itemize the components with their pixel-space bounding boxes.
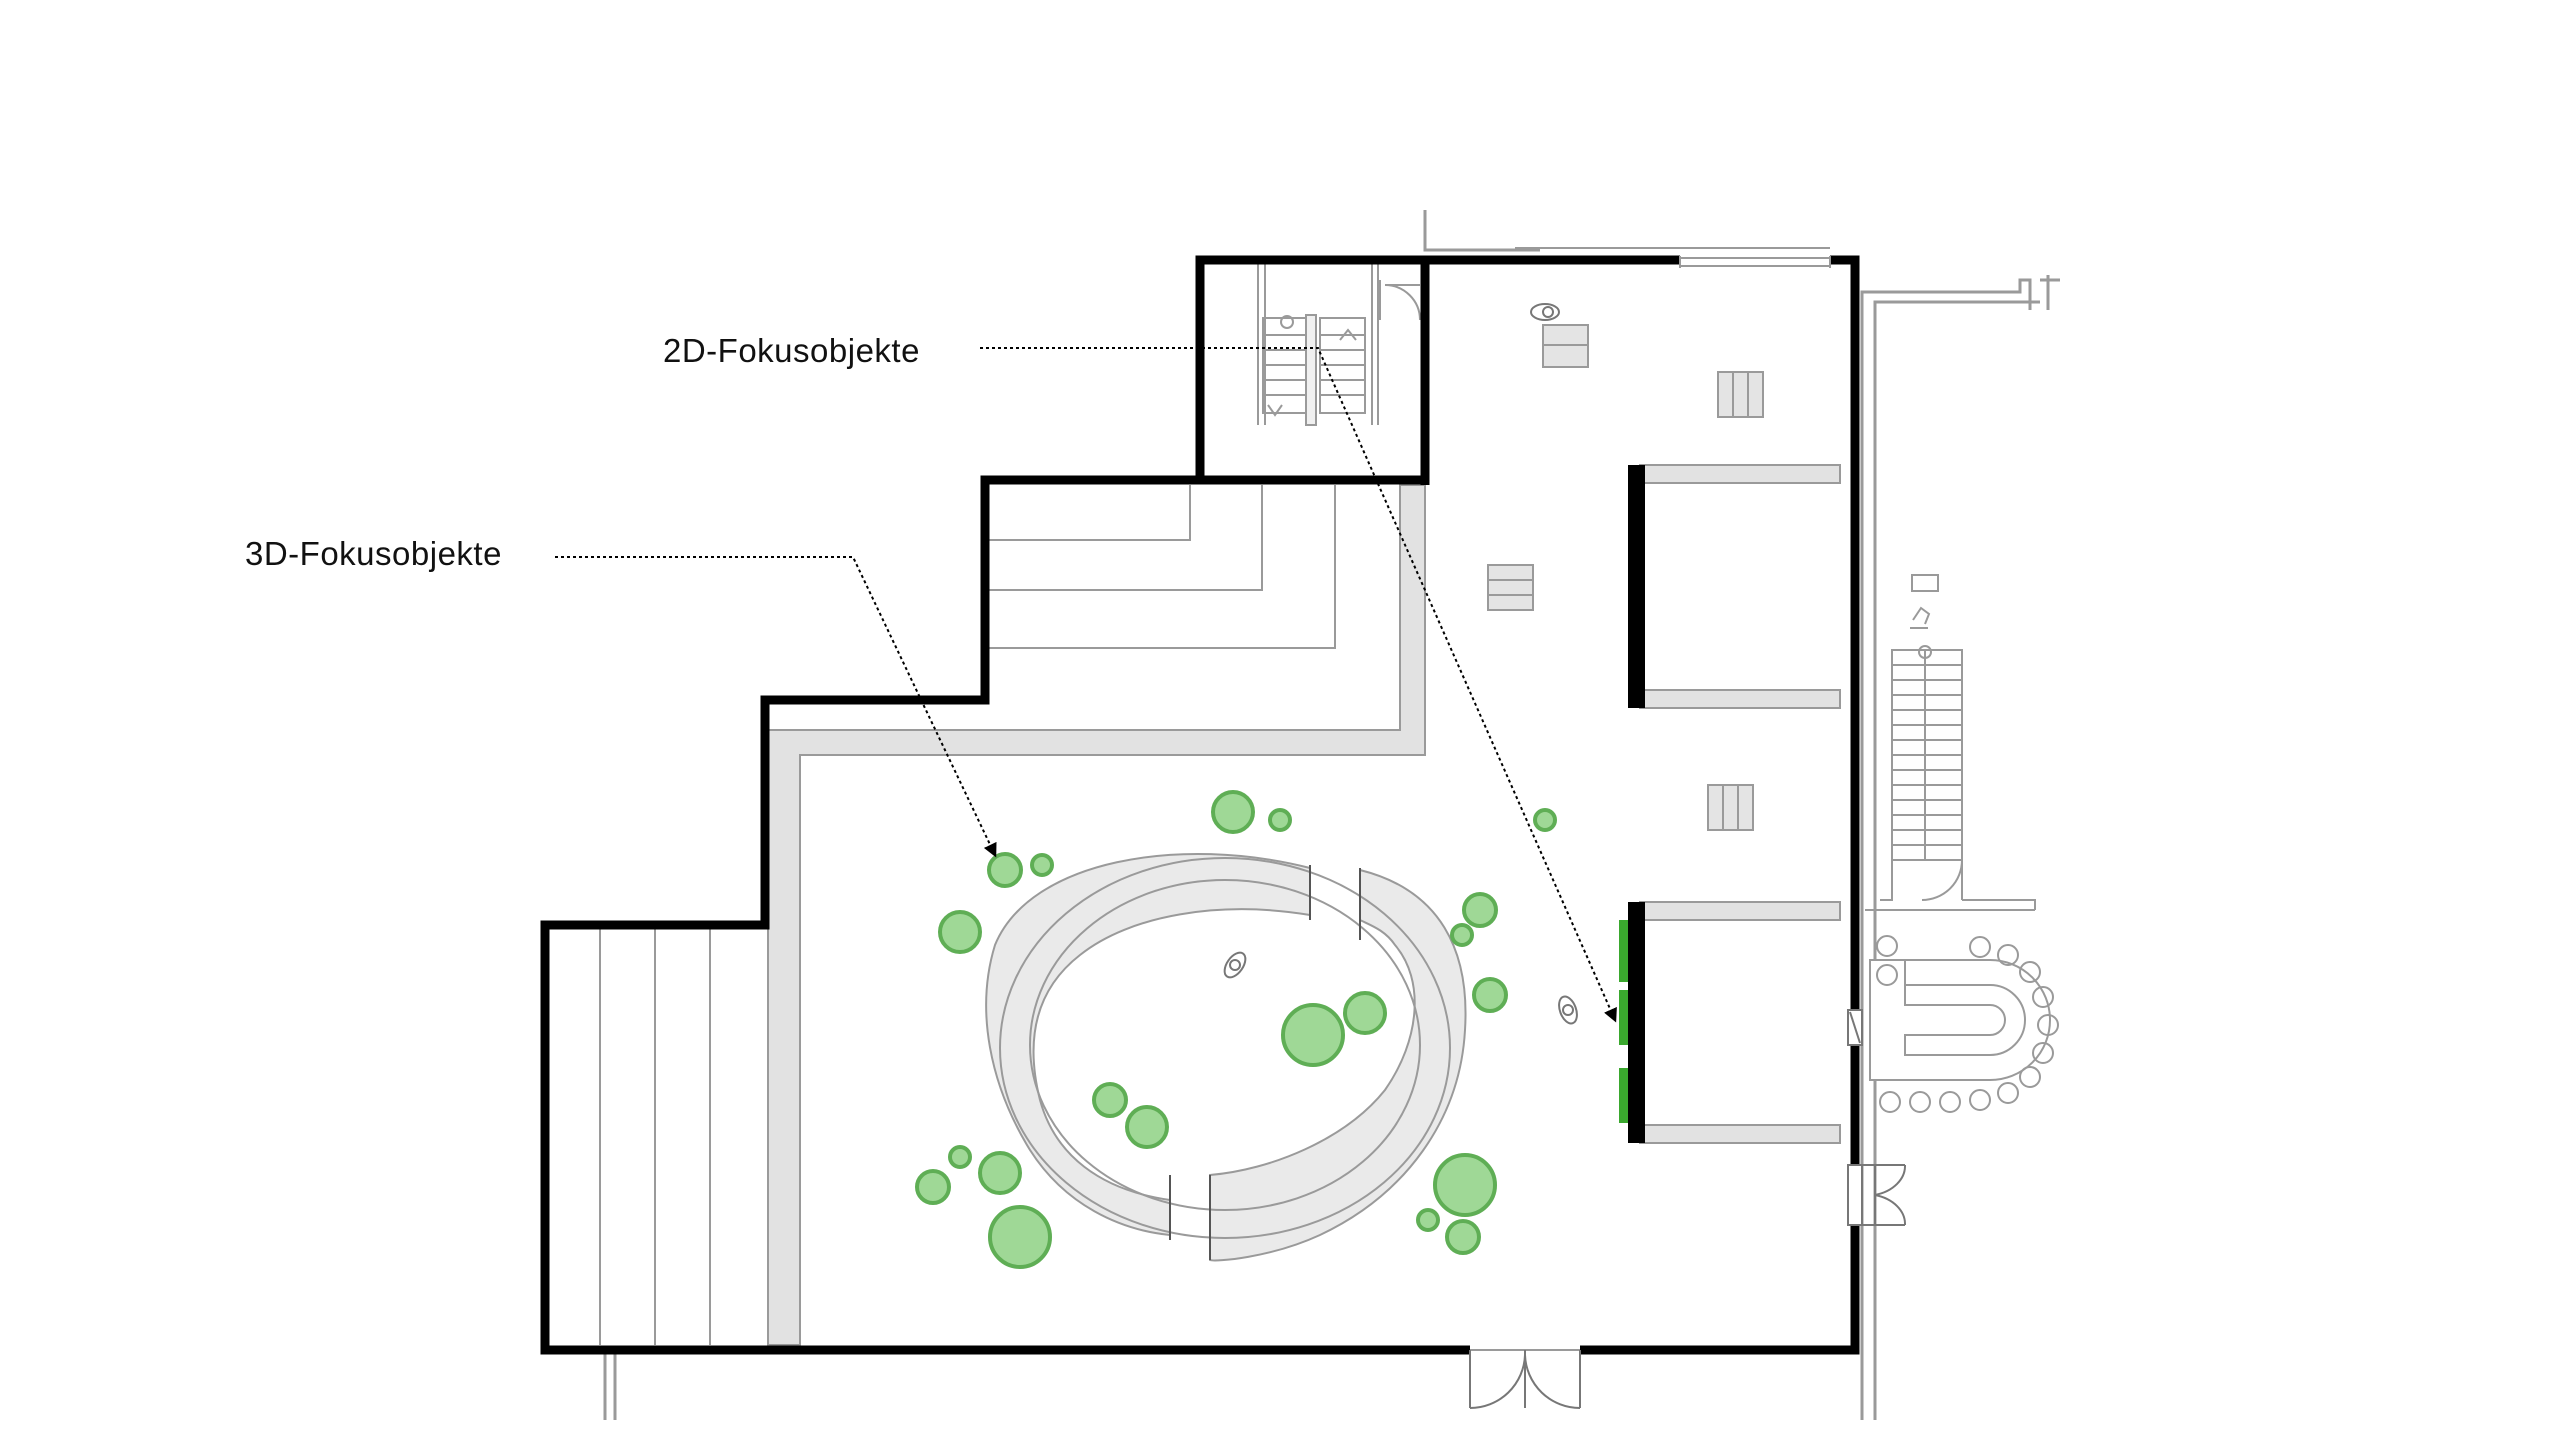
focus-3d-object — [938, 910, 982, 954]
staircase-top — [1262, 314, 1366, 426]
focus-3d-object — [1125, 1105, 1169, 1149]
focus-2d-panels — [1619, 920, 1628, 1123]
door-right — [1847, 1164, 1907, 1226]
annotation-leader-2d — [980, 347, 1617, 1023]
focus-3d-object — [1433, 1153, 1497, 1217]
doors — [1469, 1009, 1907, 1409]
person-icon — [1558, 995, 1578, 1025]
focus-3d-objects — [915, 790, 1557, 1269]
focus-3d-object — [1030, 853, 1054, 877]
walls — [540, 255, 1860, 1355]
focus-3d-object — [1450, 923, 1474, 947]
focus-3d-object — [1211, 790, 1255, 834]
focus-3d-object — [978, 1151, 1022, 1195]
person-icon — [1223, 951, 1247, 979]
annotation-leader-3d — [555, 556, 997, 858]
exterior-bar-seating — [1869, 935, 2059, 1113]
focus-3d-object — [1472, 977, 1508, 1013]
wall-opening-right — [1847, 1009, 1863, 1046]
focus-3d-object — [1416, 1208, 1440, 1232]
focus-2d-panel — [1619, 1068, 1628, 1123]
focus-3d-object — [987, 852, 1023, 888]
annotation-label-3d: 3D-Fokusobjekte — [245, 535, 502, 572]
right-room-walls — [1628, 465, 1645, 1143]
focus-3d-object — [1281, 1003, 1345, 1067]
focus-3d-object — [988, 1205, 1052, 1269]
focus-3d-object — [1533, 808, 1557, 832]
focus-3d-object — [1462, 892, 1498, 928]
door-bottom — [1469, 1349, 1581, 1409]
focus-3d-object — [915, 1169, 951, 1205]
focus-3d-object — [1268, 808, 1292, 832]
annotation-3d: 3D-Fokusobjekte — [245, 535, 997, 858]
focus-2d-panel — [1619, 990, 1628, 1045]
focus-3d-object — [948, 1145, 972, 1169]
exterior-staircase — [1865, 574, 2036, 911]
exterior-lines — [603, 210, 2060, 1420]
wall-window — [1679, 256, 1831, 268]
ring-installation — [985, 853, 1467, 1262]
annotation-2d: 2D-Fokusobjekte — [663, 332, 1617, 1023]
focus-3d-object — [1445, 1219, 1481, 1255]
focus-3d-object — [1343, 991, 1387, 1035]
focus-2d-panel — [1619, 920, 1628, 982]
focus-3d-object — [1092, 1082, 1128, 1118]
exhibit-boxes — [1487, 324, 1764, 831]
person-icon — [1530, 303, 1560, 321]
annotation-label-2d: 2D-Fokusobjekte — [663, 332, 920, 369]
person-icons — [1223, 303, 1578, 1025]
